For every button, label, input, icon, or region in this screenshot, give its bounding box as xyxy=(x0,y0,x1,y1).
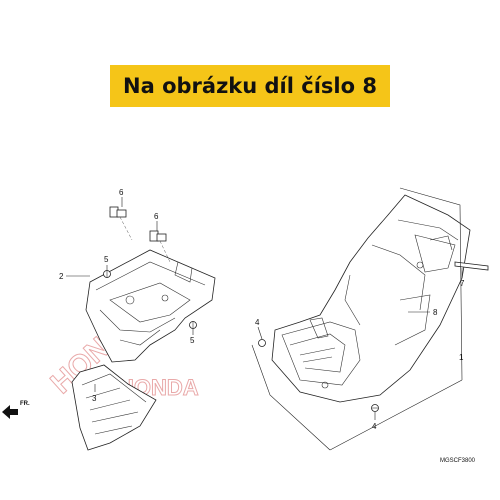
callout-3: 3 xyxy=(92,394,97,403)
bracket-bottom xyxy=(329,379,463,451)
callout-5a: 5 xyxy=(104,255,109,264)
callout-2: 2 xyxy=(59,272,64,281)
callout-6b: 6 xyxy=(154,212,159,221)
part-5-bolt-upper xyxy=(103,270,111,278)
direction-label: FR. xyxy=(20,401,30,407)
part-4-screw-right xyxy=(371,404,379,412)
part-2-inner-fender xyxy=(85,249,216,363)
part-3-lower-cover xyxy=(71,364,157,451)
leader-4a xyxy=(257,326,263,340)
part-7-rod xyxy=(454,261,489,271)
leader-1-bracket xyxy=(399,187,463,381)
bracket-lower xyxy=(251,344,331,451)
part-5-bolt-lower xyxy=(189,321,197,329)
part-number-banner: Na obrázku díl číslo 8 xyxy=(110,65,390,107)
part-6-clip-right xyxy=(149,230,171,263)
callout-7: 7 xyxy=(460,279,465,288)
part-6-clip-left xyxy=(109,206,133,241)
callout-4b: 4 xyxy=(372,422,377,431)
front-direction-arrow-icon: FR. xyxy=(2,401,30,419)
callout-6a: 6 xyxy=(119,188,124,197)
reference-code: MGSCF3800 xyxy=(440,458,476,464)
part-8-rear-fender xyxy=(271,194,471,403)
part-4-screw-left xyxy=(258,339,266,347)
callout-1: 1 xyxy=(459,353,464,362)
callout-8: 8 xyxy=(433,308,438,317)
callout-4a: 4 xyxy=(255,318,260,327)
callout-5b: 5 xyxy=(190,336,195,345)
banner-text: Na obrázku díl číslo 8 xyxy=(123,74,377,98)
